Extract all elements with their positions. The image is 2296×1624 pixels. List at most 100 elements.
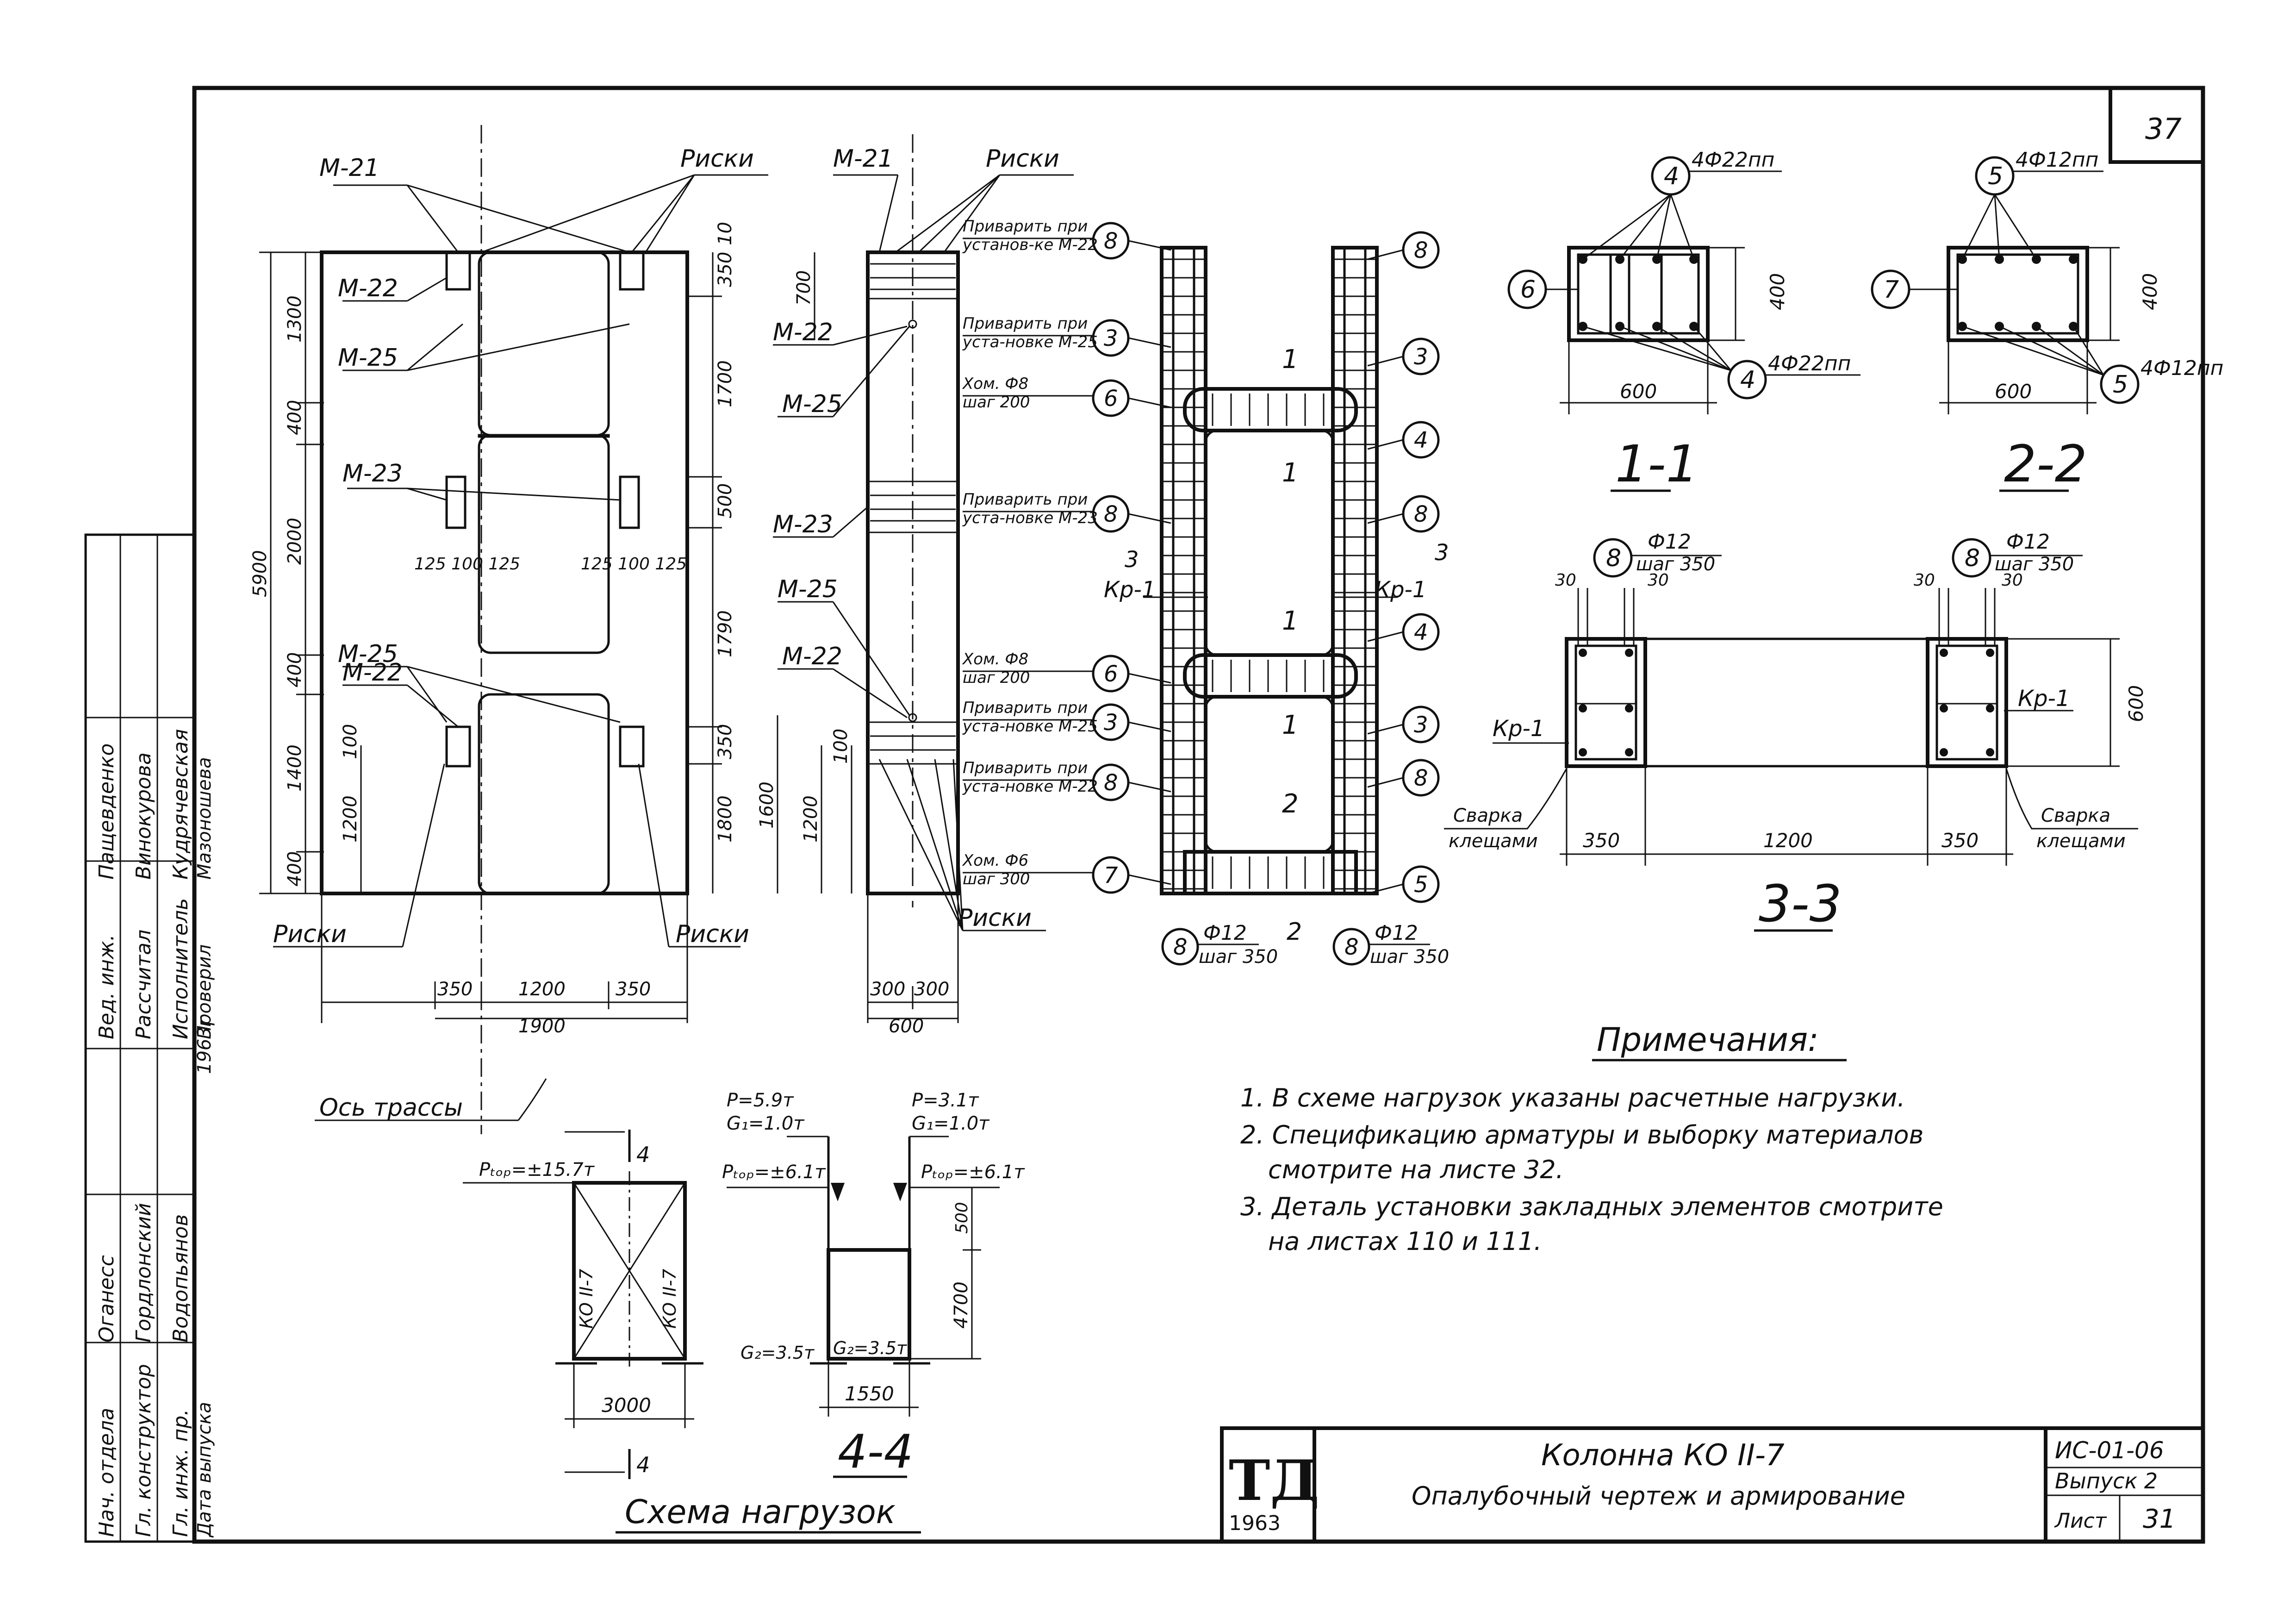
tb-title1: Колонна КО II-7	[1541, 1438, 1785, 1473]
side-label-riski: Риски	[986, 145, 1059, 173]
elev-dim-bottom-2: 350	[616, 979, 651, 1000]
side-dim-1: 1600	[756, 781, 778, 829]
cage-cut2-b: 2	[1287, 918, 1302, 946]
mark-leader	[1367, 356, 1404, 367]
s33-dim-0: 350	[1583, 829, 1620, 852]
cage-mark-right: 3	[1367, 706, 1440, 743]
elev-dim-bottom-total: 1900	[518, 1016, 566, 1037]
mark-number: 8	[1414, 237, 1428, 263]
stamp-role2-0: Вед. инж.	[95, 934, 118, 1039]
elev-dim-right-1: 10	[715, 222, 736, 245]
mark-leader	[1128, 513, 1171, 524]
elev-dim-left-1: 400	[284, 400, 305, 435]
page-number: 37	[2145, 112, 2182, 146]
mark-leader	[1367, 631, 1404, 642]
cage-note-line: Хом. Ф8	[962, 375, 1028, 393]
side-label-m21: М-21	[833, 145, 893, 173]
ls-g1a: G₁=1.0т	[727, 1113, 805, 1134]
stamp-year: 1963г	[194, 1017, 215, 1074]
ls-sec-title: 4-4	[838, 1424, 913, 1479]
s22-top-bars: 4Ф12пп	[2016, 148, 2098, 172]
s11-mark-bot: 4	[1740, 366, 1755, 394]
ls-p2: Р=3.1т	[912, 1090, 979, 1111]
small-dims-b: 125 100 125	[581, 555, 687, 574]
s33-small-3: 30	[2002, 571, 2023, 590]
s33-dim-2: 350	[1941, 829, 1979, 852]
ls-left-force: Рₜₒₚ=±15.7т	[479, 1159, 595, 1181]
elev-dim-left-0: 1300	[284, 295, 305, 343]
mark-number: 7	[1104, 862, 1118, 888]
tb-sheet-no: 31	[2143, 1504, 2176, 1534]
s33-weld-l-1: Сварка	[1453, 805, 1523, 826]
mark-leader	[1128, 240, 1171, 251]
cage-bottom-left-dia: Ф12	[1203, 921, 1247, 945]
s33-small-0: 30	[1555, 571, 1576, 590]
ls-cut4-top: 4	[636, 1142, 650, 1167]
mark-number: 8	[1414, 765, 1428, 791]
s33-small-1: 30	[1648, 571, 1669, 590]
cage-note-line: Хом. Ф8	[962, 650, 1028, 668]
mark-leader	[1367, 513, 1404, 524]
s11-title: 1-1	[1615, 434, 1699, 493]
s22-title: 2-2	[2004, 434, 2087, 493]
mark-leader	[1367, 777, 1404, 788]
s33-mark-r: 8	[1965, 544, 1980, 572]
ls-dim-3000: 3000	[602, 1394, 651, 1417]
side-label-m22b: М-22	[782, 643, 842, 670]
stamp-role-1: Гл. конструктор	[132, 1364, 156, 1537]
cage-bottom-left-step: шаг 350	[1199, 946, 1278, 968]
s22-height: 400	[2139, 273, 2161, 310]
tb-logo-year: 1963	[1229, 1512, 1281, 1535]
section-3-3: 8 Ф12 шаг 350 8 Ф12 шаг 350 30 30 30 30 …	[1444, 530, 2147, 933]
stamp-role-3: Дата выпуска	[194, 1402, 215, 1538]
s33-small-2: 30	[1914, 571, 1935, 590]
cage-note-line: Приварить при	[963, 217, 1088, 236]
mark-number: 5	[1414, 872, 1428, 898]
stamp-role2-2: Исполнитель	[169, 898, 193, 1039]
mark-leader	[1128, 673, 1171, 684]
elev-dim-left-6: 1200	[340, 795, 361, 843]
s22-mark-top: 5	[1988, 162, 2003, 190]
elev-label-riski-r: Риски	[676, 920, 749, 948]
mark-leader	[1128, 781, 1171, 793]
cage-cut1-b: 1	[1282, 458, 1299, 488]
front-elevation: М-21 Риски М-22 М-25 М-23 М-25 М-22 Риск…	[249, 125, 768, 1134]
ls-ptop-l: Рₜₒₚ=±6.1т	[722, 1162, 826, 1183]
s33-kr-r: Кр-1	[2018, 686, 2070, 712]
elev-label-m22b: М-22	[342, 659, 403, 687]
ls-p1: Р=5.9т	[727, 1090, 794, 1111]
cage-bottom-right-dia: Ф12	[1375, 921, 1418, 945]
s11-top-bars: 4Ф22пп	[1692, 148, 1774, 172]
stamp-role2-1: Рассчитал	[132, 930, 156, 1039]
side-dim-2: 1200	[800, 795, 821, 843]
s33-weld-r-1: Сварка	[2041, 805, 2110, 826]
mark-leader	[1367, 439, 1404, 450]
cage-note-line: Хом. Ф6	[962, 851, 1028, 870]
cage-bottom-right-mark: 8	[1344, 934, 1359, 960]
title-block: ТД 1963 Колонна КО II-7 Опалубочный черт…	[1220, 1426, 2205, 1543]
mark-number: 3	[1104, 325, 1118, 351]
elev-label-m23: М-23	[342, 460, 403, 487]
side-label-m22: М-22	[773, 319, 833, 346]
s11-mark-left: 6	[1520, 276, 1536, 304]
ls-cut4-bot: 4	[636, 1452, 650, 1477]
elev-dim-left-3: 400	[284, 652, 305, 687]
s11-height: 400	[1766, 273, 1789, 310]
cage-cut2-a: 2	[1282, 789, 1299, 819]
stamp-name-2: Водопьянов	[169, 1214, 193, 1343]
s33-dia-l: Ф12	[1648, 530, 1691, 554]
mark-number: 4	[1414, 619, 1428, 645]
cage-note-line: Приварить при	[963, 314, 1088, 333]
elev-label-riski: Риски	[680, 145, 754, 173]
elev-dim-right-6: 1800	[715, 795, 736, 843]
ls-g2b: G₂=3.5т	[833, 1338, 908, 1358]
cage-bottom-left-mark: 8	[1173, 934, 1188, 960]
s33-step-l: шаг 350	[1636, 554, 1715, 575]
load-scheme: 4 4 Рₜₒₚ=±15.7т КО II-7 КО II-7 3000 Схе…	[463, 1090, 1025, 1534]
note-4: на листах 110 и 111.	[1268, 1227, 1542, 1256]
cage-mark-right: 4	[1367, 613, 1440, 651]
s33-title: 3-3	[1759, 874, 1842, 933]
